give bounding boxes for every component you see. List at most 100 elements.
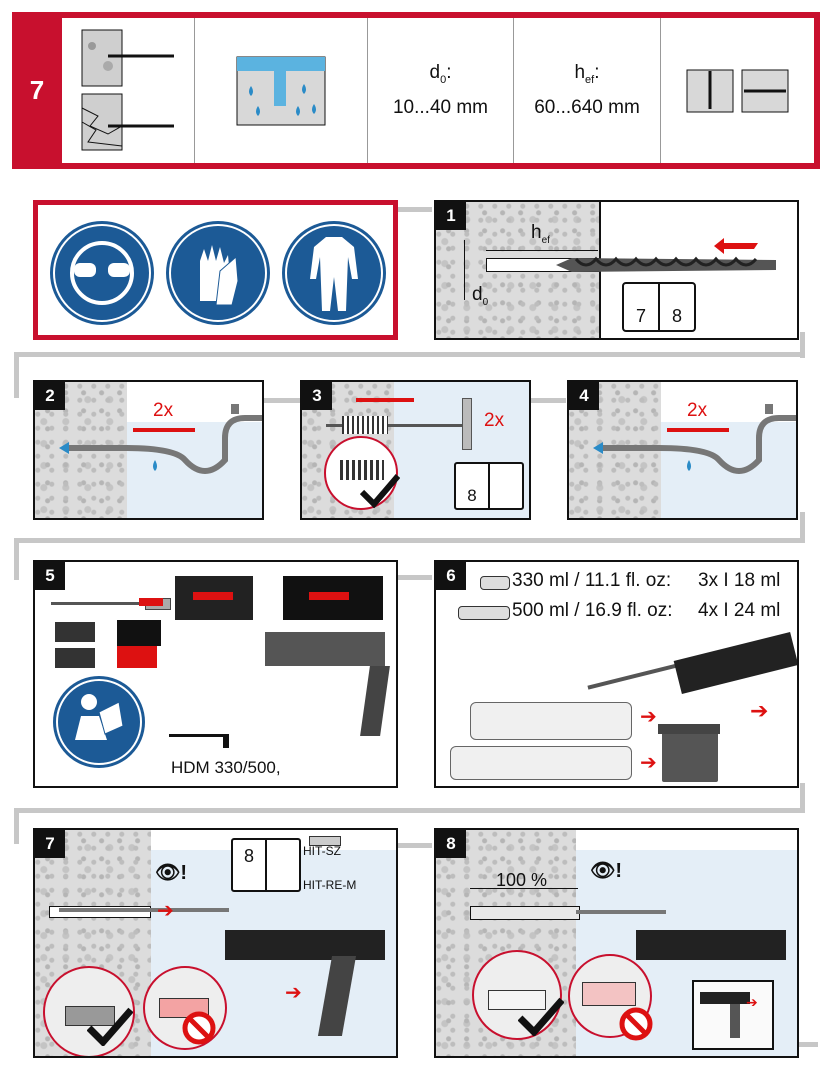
water-tap-hose-icon [593,404,796,474]
dispenser-body [636,930,786,960]
gloves-icon [166,221,270,325]
connector-arrow [398,207,432,212]
check-icon [518,997,564,1036]
connector-arrow [398,575,432,580]
book-page: 8 [233,840,267,890]
brush-detail-circle [324,436,398,510]
header-d0-cell: d0: 10...40 mm [367,18,513,163]
header-bar: 7 [12,12,820,169]
row-500-size: 500 ml / 16.9 fl. oz: [512,600,673,621]
cartridge-no-icon [117,646,157,668]
discard-arrow: ➔ [640,706,657,728]
dispenser-body [673,631,797,695]
mixer-extension [59,908,229,912]
check-icon [87,1007,133,1046]
discard-bag [450,746,632,780]
detail-circle-ok [472,950,562,1040]
connector-line [14,538,805,543]
step-1-number: 1 [436,202,466,230]
hef-sub: ef [585,73,595,86]
prohibited-icon [619,1007,653,1041]
d0-colon: : [446,62,452,84]
connector-arrow [530,398,566,403]
movement-arrow [667,428,729,432]
row-500-qty: 4x I 24 ml [698,600,781,621]
brush-rod [326,424,466,427]
prohibited-icon [182,1011,216,1045]
concrete-drill-icon [81,29,174,150]
step-8-number: 8 [436,830,466,858]
drill-direction-icon [686,69,788,112]
step-2-number: 2 [35,382,65,410]
connector-arrow [264,398,300,403]
release-pressure-inset: ➔ [692,980,774,1050]
drill-chuck [462,398,472,450]
cartridge-holder [283,576,383,620]
connector-line [800,783,805,811]
goggles-icon [50,221,154,325]
eye-warning-icon: 👁! [590,860,623,882]
mixer-nozzle [51,602,143,605]
book-page: 8 [456,464,490,508]
step-4-times: 2x [687,400,708,421]
fill-percent: 100 % [496,870,548,890]
detail-circle-ok [43,966,135,1056]
step-1-d0-sub: 0 [482,296,489,308]
step-7-panel: 7 ➔ 8 HIT-SZ HIT-RE-M 👁! ➔ [33,828,398,1058]
brush-head-icon [342,416,388,434]
pull-arrow: ➔ [157,900,174,922]
hef-value: 60...640 mm [534,96,640,118]
discard-arrow: ➔ [640,752,657,774]
step-5-tool-label: HDM 330/500, [171,758,281,777]
rotation-direction-icon [714,238,758,254]
header-hef-cell: hef: 60...640 mm [513,18,660,163]
hef-colon: : [594,62,600,84]
cartridge-small [55,648,95,668]
header-table: d0: 10...40 mm hef: 60...640 mm [62,18,814,163]
safety-panel [33,200,398,340]
movement-arrow [356,398,414,402]
step-2-times: 2x [153,400,174,421]
connector-line [800,512,805,542]
step-1-hef: h [531,222,542,243]
cartridge-500-icon [458,606,510,620]
connector-arrow [398,843,432,848]
coverall-icon [282,221,386,325]
connector-line [800,332,805,358]
step-6-panel: 6 330 ml / 11.1 fl. oz: 3x I 18 ml 500 m… [434,560,799,788]
d0-label: d [429,62,441,84]
header-base-material-cell [62,18,194,163]
connector-line [14,538,19,580]
cartridge-small [55,622,95,642]
movement-arrow [133,428,195,432]
step-4-panel: 4 2x [567,380,798,520]
header-water-cell [194,18,367,163]
mixer-label: HIT-SZ [303,844,341,858]
step-7-number: 7 [35,830,65,858]
filled-hole [470,906,580,920]
d0-sub: 0 [440,73,447,86]
push-arrow: ➔ [750,698,769,723]
step-8-panel: 8 100 % 👁! ➔ [434,828,799,1058]
step-3-times: 2x [484,410,505,431]
header-step-number: 7 [29,75,45,105]
dispenser-mini-icon [169,734,229,737]
foil-pack-cartridge [175,576,253,620]
dispenser-body [265,632,385,666]
manual-book-icon: 8 [454,462,524,510]
check-icon [360,474,400,508]
read-manual-icon [53,676,145,768]
row-330-qty: 3x I 18 ml [698,570,781,591]
connector-line [14,352,19,398]
header-drill-direction-cell [660,18,814,163]
water-tap-hose-icon [59,404,262,474]
mixer-extension [576,910,666,914]
detail-circle-wrong [568,954,652,1038]
book-page-right: 8 [671,306,682,326]
step-5-panel: 5 HDM 330/500, [33,560,398,788]
step-1-d0: d [472,284,483,305]
step-1-hef-sub: ef [541,234,550,246]
cartridge-330-icon [480,576,510,590]
hef-label: h [574,62,586,84]
connector-line [14,808,19,844]
